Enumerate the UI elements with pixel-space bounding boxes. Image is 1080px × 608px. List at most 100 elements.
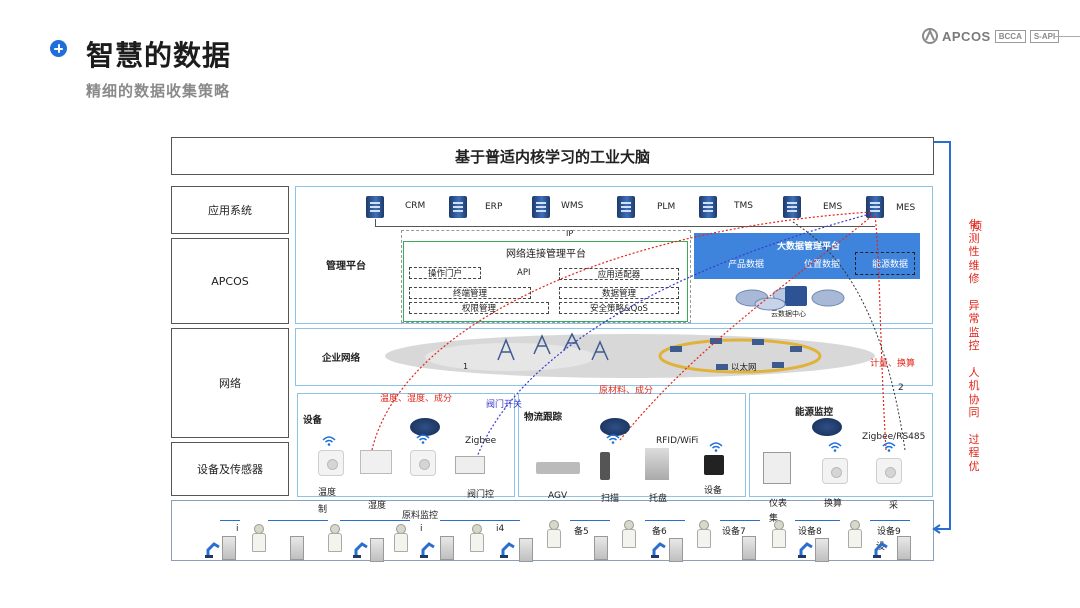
app-plm: PLM xyxy=(657,202,676,212)
flow-label-temp-humidity: 温度、湿度、成分 xyxy=(380,394,453,404)
robot-arm-icon xyxy=(500,536,516,558)
scanner-icon xyxy=(600,452,610,480)
net-mgmt-title: 网络连接管理平台 xyxy=(506,249,586,260)
bigdata-energy: 能源数据 xyxy=(872,260,909,270)
pallet-icon xyxy=(645,448,669,480)
net-mgmt-platform xyxy=(403,241,688,322)
worker-icon xyxy=(697,520,711,548)
right-side-char: 协 xyxy=(968,392,980,406)
net-mgmt-api: API xyxy=(517,268,531,278)
humidity-meter-icon xyxy=(360,450,392,474)
wireless-router-icon xyxy=(812,418,842,436)
server-icon xyxy=(532,196,550,218)
bigdata-location: 位置数据 xyxy=(804,260,841,270)
logo-text: APCOS xyxy=(942,28,991,44)
line-label: 备6 xyxy=(652,527,667,537)
wifi-icon xyxy=(606,434,620,444)
worker-icon xyxy=(394,524,408,552)
machine-icon xyxy=(897,536,911,560)
right-side-char: 预 xyxy=(971,220,982,233)
energy-title: 能源监控 xyxy=(795,407,834,418)
bigdata-product: 产品数据 xyxy=(728,260,765,270)
energy-label-collect: 集 xyxy=(769,514,779,524)
cloud-datacenter-icon xyxy=(735,286,845,311)
line-label: i xyxy=(236,524,239,534)
wireless-router-icon xyxy=(410,418,440,436)
robot-arm-icon xyxy=(651,536,667,558)
flow-label-valve: 阀门开关 xyxy=(486,400,523,410)
worker-icon xyxy=(848,520,862,548)
app-mes: MES xyxy=(896,203,916,213)
box-app-adapter: 应用适配器 xyxy=(559,268,679,280)
box-operation-portal: 操作门户 xyxy=(409,267,481,279)
worker-icon xyxy=(772,520,786,548)
bigdata-platform: 大数据管理平台 产品数据 位置数据 能源数据 xyxy=(694,233,920,279)
ethernet-label: 以太网 xyxy=(731,363,757,373)
worker-icon xyxy=(547,520,561,548)
marker-1: 1 xyxy=(463,362,469,371)
wifi-icon xyxy=(322,436,336,446)
line-arrow xyxy=(268,520,328,521)
energy-label-meter: 仪表 xyxy=(769,499,788,509)
apcos-logo-icon xyxy=(922,28,938,44)
label-network: 网络 xyxy=(171,328,289,438)
wifi-icon xyxy=(416,434,430,444)
right-side-char: 化 xyxy=(968,218,980,231)
page-subtitle: 精细的数据收集策略 xyxy=(86,82,231,100)
device-label-material: 原料监控 xyxy=(402,511,439,521)
robot-arm-icon xyxy=(798,536,814,558)
logistics-label-device: 设备 xyxy=(704,486,723,496)
line-label: 设备9 xyxy=(877,527,901,537)
energy-data-highlight xyxy=(855,252,915,275)
zone-devices xyxy=(297,393,515,497)
right-side-char: 机 xyxy=(968,379,980,392)
page-title: 智慧的数据 xyxy=(86,39,232,72)
label-app-system: 应用系统 xyxy=(171,186,289,234)
line-label: 设备7 xyxy=(722,527,746,537)
energy-label-convert: 换算 xyxy=(824,499,843,509)
enterprise-network-label: 企业网络 xyxy=(322,353,361,364)
devices-title: 设备 xyxy=(303,415,323,426)
net-mgmt-outer-frame xyxy=(401,230,691,323)
zone-platform xyxy=(295,186,933,324)
machine-icon xyxy=(222,536,236,560)
app-tms: TMS xyxy=(734,201,753,211)
wifi-icon xyxy=(882,442,896,452)
line-label: 备5 xyxy=(574,527,589,537)
device-label-humidity: 湿度 xyxy=(368,501,387,511)
line-arrow xyxy=(440,520,520,521)
right-side-char: 性 xyxy=(968,245,980,258)
temperature-sensor-icon xyxy=(318,450,344,476)
logistics-label-scan: 扫描 xyxy=(601,494,620,504)
right-side-char: 同 xyxy=(968,406,980,419)
converter-sensor-icon xyxy=(822,458,848,484)
machine-icon xyxy=(440,536,454,560)
machine-icon xyxy=(669,538,683,562)
right-side-char: 优 xyxy=(968,459,980,473)
robot-arm-icon xyxy=(353,536,369,558)
right-side-char: 维 xyxy=(968,258,980,272)
energy-label-acquire: 采 xyxy=(889,501,899,511)
line-arrow xyxy=(645,520,685,521)
box-terminal-mgmt: 终端管理 xyxy=(409,287,531,299)
wifi-icon xyxy=(709,442,723,452)
agv-truck-icon xyxy=(536,462,580,474)
line-arrow xyxy=(720,520,760,521)
machine-icon xyxy=(290,536,304,560)
logistics-rfid: RFID/WiFi xyxy=(656,436,699,446)
logo-badge-bcca: BCCA xyxy=(994,29,1026,43)
server-icon xyxy=(783,196,801,218)
line-label: i xyxy=(420,524,423,534)
machine-icon xyxy=(815,538,829,562)
box-permission-mgmt: 权限管理 xyxy=(409,302,549,314)
machine-icon xyxy=(742,536,756,560)
line-label: i4 xyxy=(496,524,505,534)
apcos-logo: APCOS BCCA S-API xyxy=(922,27,1060,45)
ip-label: IP xyxy=(566,229,574,238)
device-label-valve: 阀门控 xyxy=(467,490,495,500)
app-wms: WMS xyxy=(561,201,584,211)
zone-production-line xyxy=(171,500,934,561)
machine-icon xyxy=(594,536,608,560)
energy-zigbee: Zigbee/RS485 xyxy=(862,432,926,442)
zone-logistics xyxy=(518,393,746,497)
